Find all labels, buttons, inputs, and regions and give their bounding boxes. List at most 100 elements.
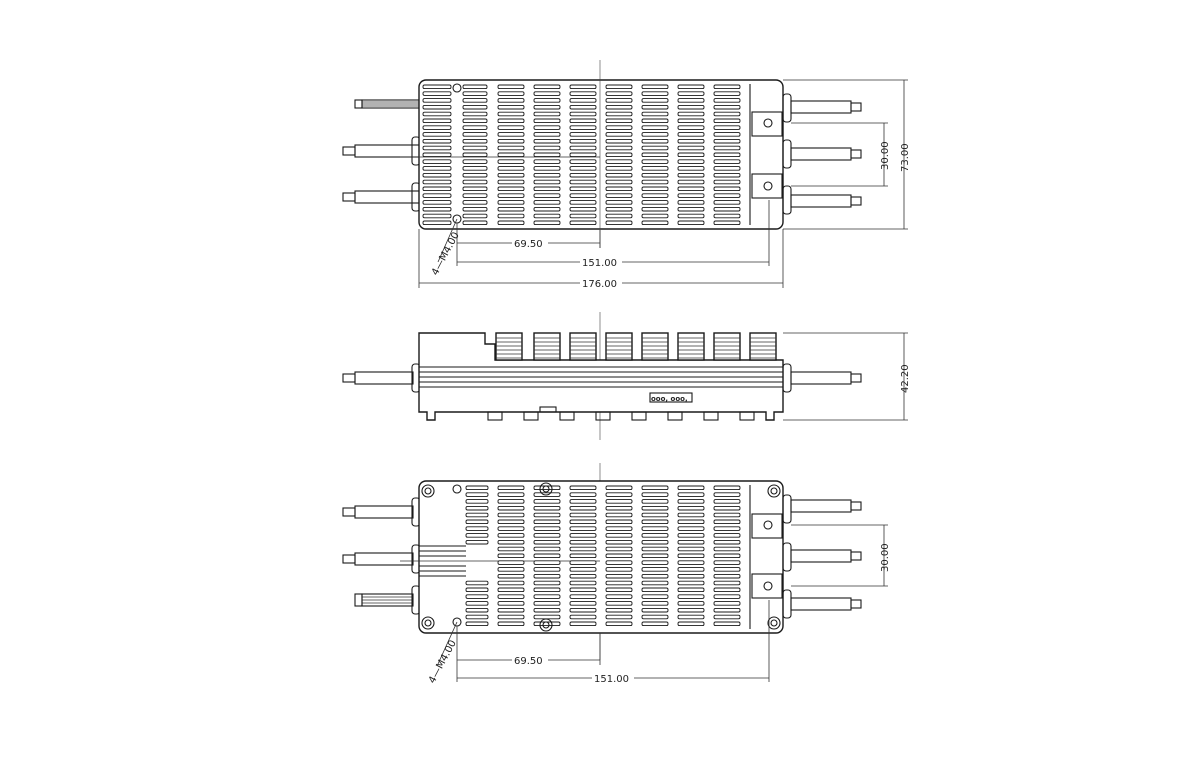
side-fin <box>569 332 597 361</box>
fin-slot <box>465 533 489 538</box>
fin-slot <box>497 172 525 178</box>
bottom-screws <box>421 482 781 632</box>
fin-slot <box>713 159 741 164</box>
fin-slot <box>422 111 452 117</box>
fin-slot <box>605 179 633 185</box>
fin-slot <box>713 614 741 620</box>
fin-slot <box>533 512 561 518</box>
bottom-left-rails <box>419 545 466 577</box>
fin-slot <box>465 539 489 545</box>
fin-slot <box>569 159 597 164</box>
fin-slot <box>605 546 633 552</box>
fin-slot <box>641 621 669 627</box>
fin-slot <box>713 172 741 178</box>
fin-slot <box>569 220 597 226</box>
fin-slot <box>462 145 488 151</box>
fin-slot <box>677 159 705 164</box>
bottom-notch <box>523 411 539 421</box>
fin-slot <box>605 200 633 205</box>
fin-slot <box>677 560 705 565</box>
fin-slot <box>641 505 669 511</box>
fin-slot <box>641 539 669 545</box>
fin-slot <box>465 607 489 613</box>
fin-slot <box>677 580 705 586</box>
fin-slot <box>677 111 705 117</box>
fin-slot <box>605 220 633 226</box>
fin-slot <box>641 132 669 137</box>
fin-slot <box>677 519 705 525</box>
fin-slot <box>641 499 669 504</box>
fin-slot <box>462 118 488 124</box>
fin-slot <box>569 84 597 90</box>
fin-slot <box>569 179 597 185</box>
side-bottom-notches <box>487 411 755 421</box>
fin-slot <box>569 138 597 144</box>
fin-slot <box>605 526 633 531</box>
side-fin <box>605 332 633 361</box>
fin-slot <box>497 125 525 130</box>
fin-slot <box>713 580 741 586</box>
fin-slot <box>569 601 597 606</box>
fin-slot <box>422 166 452 171</box>
fin-slot <box>605 172 633 178</box>
fin-slot <box>713 91 741 96</box>
fin-slot <box>497 166 525 171</box>
fin-slot <box>569 118 597 124</box>
fin-slot <box>465 601 489 606</box>
fin-slot <box>677 614 705 620</box>
fin-slot <box>465 587 489 593</box>
fin-slot <box>497 159 525 164</box>
fin-slot <box>497 138 525 144</box>
fin-slot <box>462 98 488 103</box>
fin-slot <box>422 125 452 130</box>
fin-slot <box>677 485 705 491</box>
top-dimensions: 69.50 151.00 176.00 30.00 73.00 4—M4.00 <box>418 79 911 290</box>
bottom-notch <box>487 411 503 421</box>
fin-slot <box>422 159 452 164</box>
fin-slot <box>497 601 525 606</box>
fin-slot <box>422 91 452 96</box>
fin-slot <box>569 132 597 137</box>
bottom-right-terminals <box>749 485 862 629</box>
fin-slot <box>569 621 597 627</box>
fin-slot <box>533 104 561 110</box>
fin-slot <box>497 594 525 599</box>
fin-slot <box>533 145 561 151</box>
fin-slot <box>422 145 452 151</box>
fin-slot <box>713 104 741 110</box>
fin-slot <box>533 505 561 511</box>
fin-slot <box>569 580 597 586</box>
side-view: ooo, ooo, 42.20 <box>342 312 911 440</box>
fin-slot <box>569 607 597 613</box>
fin-slot <box>605 193 633 198</box>
fin-slot <box>605 519 633 525</box>
fin-slot <box>713 200 741 205</box>
fin-slot <box>677 118 705 124</box>
fin-slot <box>641 200 669 205</box>
fin-slot <box>497 621 525 627</box>
fin-slot <box>497 118 525 124</box>
fin-slot <box>497 111 525 117</box>
fin-slot <box>533 560 561 565</box>
fin-slot <box>713 118 741 124</box>
fin-slot <box>605 125 633 130</box>
fin-slot <box>465 621 489 627</box>
fin-slot <box>465 485 489 491</box>
fin-slot <box>677 132 705 137</box>
fin-slot <box>641 492 669 497</box>
fin-slot <box>641 607 669 613</box>
fin-slot <box>605 567 633 572</box>
fin-slot <box>497 485 525 491</box>
top-view: 69.50 151.00 176.00 30.00 73.00 4—M4.00 <box>342 60 911 290</box>
fin-slot <box>713 111 741 117</box>
fin-slot <box>713 621 741 627</box>
fin-slot <box>641 98 669 103</box>
fin-slot <box>677 499 705 504</box>
fin-slot <box>533 159 561 164</box>
fin-slot <box>713 193 741 198</box>
fin-slot <box>605 118 633 124</box>
fin-slot <box>422 98 452 103</box>
fin-slot <box>497 573 525 579</box>
fin-slot <box>605 587 633 593</box>
fin-slot <box>677 546 705 552</box>
